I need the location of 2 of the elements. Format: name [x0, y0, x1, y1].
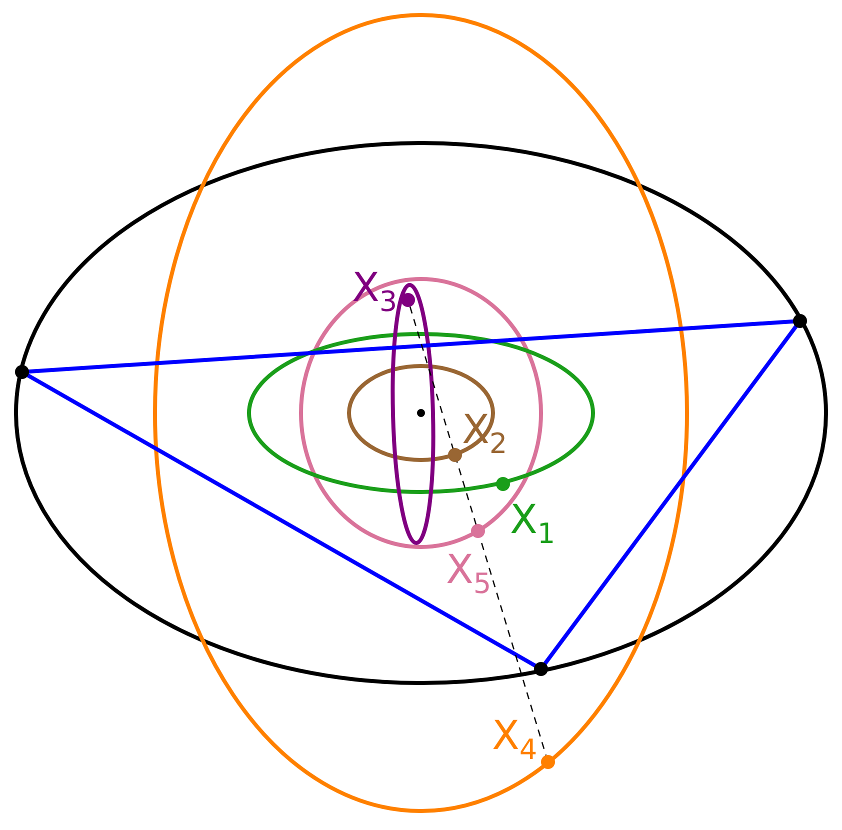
point — [401, 293, 415, 307]
point — [541, 755, 555, 769]
